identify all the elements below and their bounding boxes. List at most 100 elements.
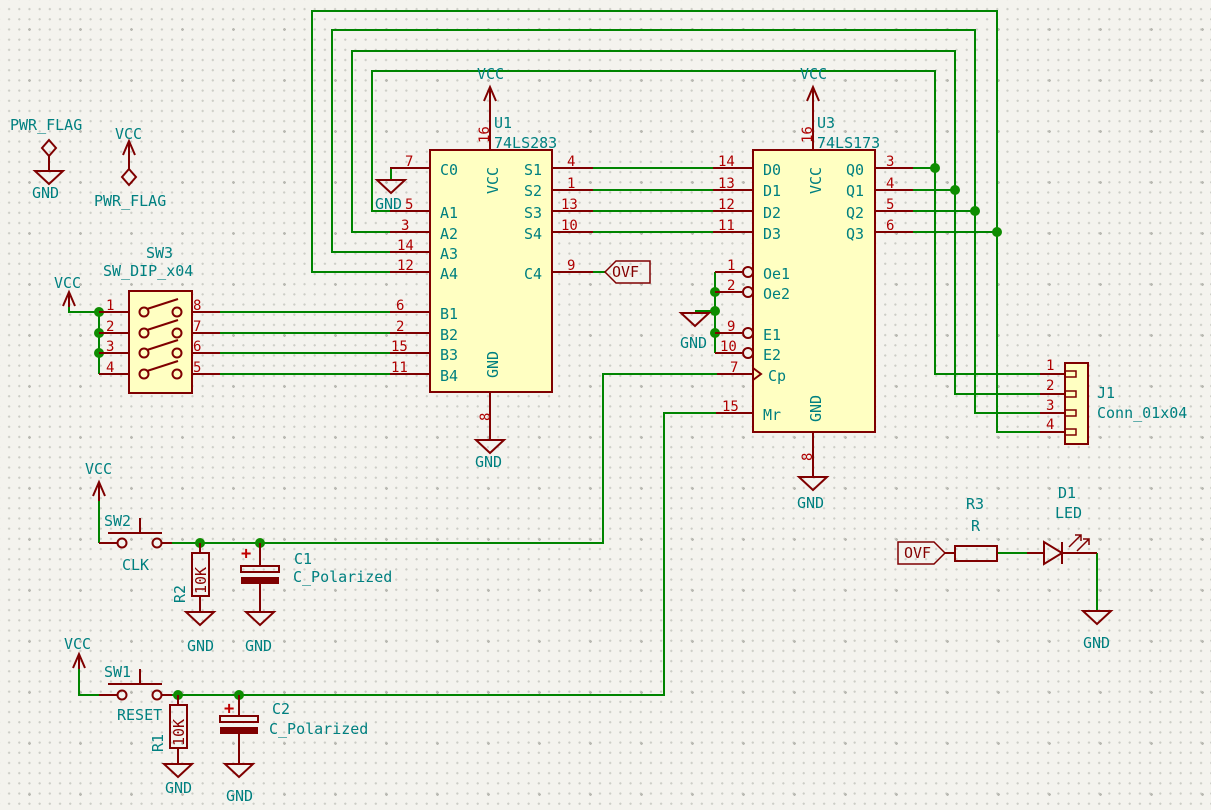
u1-value[interactable]: 74LS283 [494, 134, 558, 152]
u3-pin-name-cp: Cp [768, 367, 787, 385]
led-emission-arrows [1068, 534, 1090, 552]
d1-value[interactable]: LED [1055, 504, 1083, 522]
sw2-ref[interactable]: SW2 [104, 512, 132, 530]
u1-pin-num: 7 [405, 154, 414, 170]
ovf-labels[interactable] [603, 260, 947, 565]
u1-pin-name-a3: A3 [440, 245, 459, 263]
d1-ref[interactable]: D1 [1058, 484, 1077, 502]
gnd-symbol-r2 [183, 611, 217, 627]
u1-ref[interactable]: U1 [494, 114, 513, 132]
u3-pin-name-d3: D3 [763, 225, 782, 243]
j1-symbol[interactable] [1040, 362, 1089, 445]
r1-value[interactable]: 10K [170, 718, 188, 746]
sw3-pin-num: 2 [106, 319, 115, 335]
junction-dots[interactable] [94, 163, 1002, 700]
r2-ref[interactable]: R2 [171, 584, 189, 603]
u1-pin-name-b2: B2 [440, 326, 459, 344]
wire-sw1-vcc [78, 669, 99, 696]
ovf-global-label-c4[interactable]: OVF [612, 263, 640, 281]
d1-led-symbol[interactable] [1027, 534, 1114, 626]
u1-pin-num: 9 [567, 258, 576, 274]
u3-pin-num: 10 [720, 339, 737, 355]
c1-plus-sign: + [241, 544, 252, 564]
inverted-pin-oe2 [742, 286, 754, 298]
j1-pin-num: 1 [1046, 358, 1055, 374]
u1-pin-num: 12 [397, 258, 414, 274]
ovf-label-r3-shape [897, 541, 947, 565]
r2-value[interactable]: 10K [192, 566, 210, 594]
wire-q0-a1-j1 [371, 70, 1040, 375]
inverted-pin-e1 [742, 327, 754, 339]
wire-q2-a3-j1 [331, 29, 1040, 414]
u3-gnd-net: GND [797, 494, 825, 512]
c2-symbol[interactable] [219, 695, 259, 779]
u3-pin-name-d2: D2 [763, 204, 782, 222]
c2-value[interactable]: C_Polarized [269, 720, 369, 738]
c1-ref[interactable]: C1 [294, 550, 313, 568]
j1-pin-num: 4 [1046, 417, 1055, 433]
u1-pin-num: 1 [567, 176, 576, 192]
vcc-arrow-u1 [483, 84, 497, 102]
c1-value[interactable]: C_Polarized [293, 568, 393, 586]
u3-pin-num: 14 [718, 154, 735, 170]
sw1-symbol[interactable] [72, 651, 172, 701]
u3-pin-name-d1: D1 [763, 182, 782, 200]
sw3-pin-num: 8 [193, 298, 202, 314]
u3-symbol[interactable] [678, 84, 913, 492]
j1-pin-num: 3 [1046, 398, 1055, 414]
u1-pin-num: 4 [567, 154, 576, 170]
c1-symbol[interactable] [240, 543, 280, 627]
sw1-vcc-net: VCC [64, 635, 92, 653]
wires[interactable] [68, 10, 1098, 696]
inverted-pin-oe1 [742, 266, 754, 278]
sw3-ref[interactable]: SW3 [146, 244, 174, 262]
u3-value[interactable]: 74LS173 [817, 134, 881, 152]
r1-ref[interactable]: R1 [149, 733, 167, 752]
gnd-symbol-u1-bottom [473, 439, 507, 455]
u1-pin-name-s3: S3 [524, 204, 543, 222]
sw2-symbol[interactable] [92, 479, 172, 549]
pwr-flag2-net: VCC [115, 125, 143, 143]
u1-pin-name-vcc: VCC [484, 166, 502, 194]
u3-pin-name-q1: Q1 [846, 182, 865, 200]
pwr-flag1-label[interactable]: PWR_FLAG [10, 116, 83, 134]
pwr-flag-gnd[interactable] [32, 138, 66, 186]
u3-pin-num: 13 [718, 176, 735, 192]
wire-sw3-vcc [68, 307, 100, 374]
u1-pin-name-c4: C4 [524, 265, 543, 283]
sw1-ref[interactable]: SW1 [104, 663, 132, 681]
j1-value[interactable]: Conn_01x04 [1097, 404, 1188, 422]
u3-pin-name-vcc: VCC [807, 166, 825, 194]
ovf-global-label-r3[interactable]: OVF [904, 544, 932, 562]
sw2-value-clk[interactable]: CLK [122, 556, 150, 574]
u1-pin-num: 13 [561, 197, 578, 213]
sw3-symbol[interactable] [62, 289, 220, 394]
r2-symbol[interactable] [183, 543, 217, 627]
r1-symbol[interactable] [161, 695, 195, 779]
pwr-flag-vcc[interactable] [120, 138, 138, 187]
u3-pin-num: 2 [727, 278, 736, 294]
pwr-flag2-label[interactable]: PWR_FLAG [94, 192, 167, 210]
u3-ref[interactable]: U3 [817, 114, 836, 132]
clock-pin-cp [752, 367, 763, 381]
u3-pin-name-q3: Q3 [846, 225, 865, 243]
u1-pin-name-a1: A1 [440, 204, 459, 222]
r3-value[interactable]: R [971, 517, 981, 535]
u1-pin-num: 5 [405, 197, 414, 213]
gnd-symbol-u3-enables [678, 312, 712, 328]
j1-ref[interactable]: J1 [1097, 384, 1116, 402]
sw3-value[interactable]: SW_DIP_x04 [103, 262, 194, 280]
u3-pin-num: 11 [718, 218, 735, 234]
wire-clk-cp [172, 373, 717, 544]
u1-vcc-net: VCC [477, 65, 505, 83]
c2-ref[interactable]: C2 [272, 700, 291, 718]
sw3-pin-num: 5 [193, 360, 202, 376]
u3-pin-num: 5 [886, 197, 895, 213]
r3-ref[interactable]: R3 [966, 495, 985, 513]
sw1-value-reset[interactable]: RESET [117, 706, 163, 724]
r3-symbol[interactable] [945, 545, 998, 562]
u1-symbol[interactable] [374, 84, 593, 455]
sw3-vcc-net: VCC [54, 274, 82, 292]
wire-q3-a4-j1 [311, 10, 1040, 433]
